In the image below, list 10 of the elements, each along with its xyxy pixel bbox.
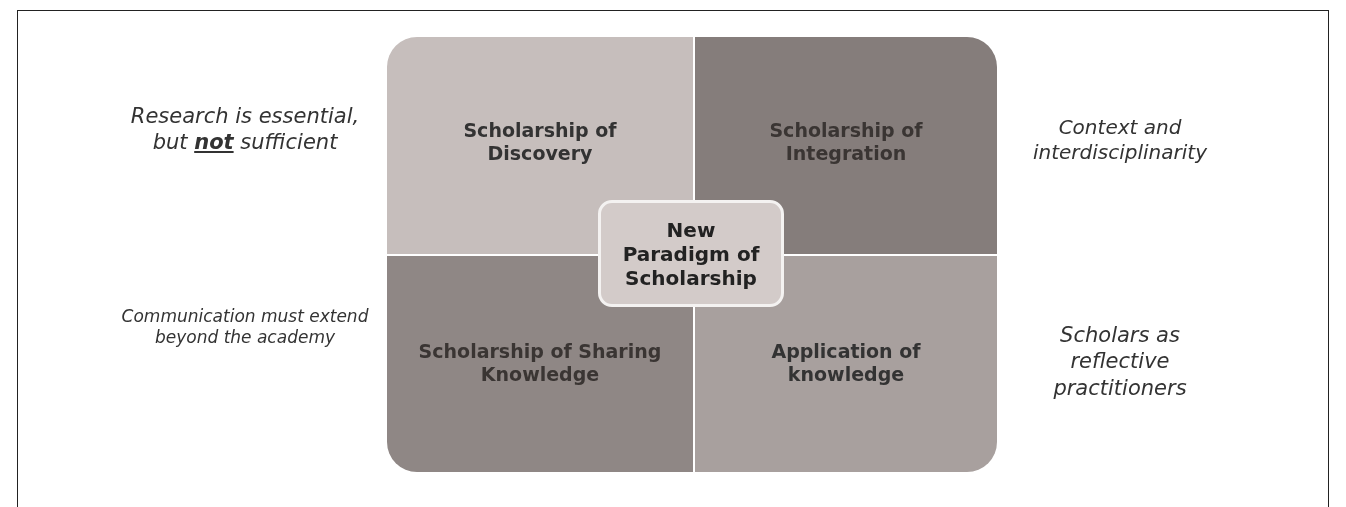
center-title: New Paradigm of Scholarship xyxy=(621,217,761,290)
quadrant-title: Scholarship of Discovery xyxy=(462,119,618,165)
side-note: Context and interdisciplinarity xyxy=(1032,115,1208,165)
side-note: Communication must extend beyond the academy xyxy=(120,306,370,349)
side-note: Scholars as reflective practitioners xyxy=(1052,322,1188,401)
quadrant-title: Scholarship of Integration xyxy=(768,119,924,165)
quadrant-title: Application of knowledge xyxy=(770,340,922,386)
center-box xyxy=(598,200,784,307)
side-note: Research is essential, but not sufficient xyxy=(130,103,360,156)
quadrant-title: Scholarship of Sharing Knowledge xyxy=(417,340,663,386)
